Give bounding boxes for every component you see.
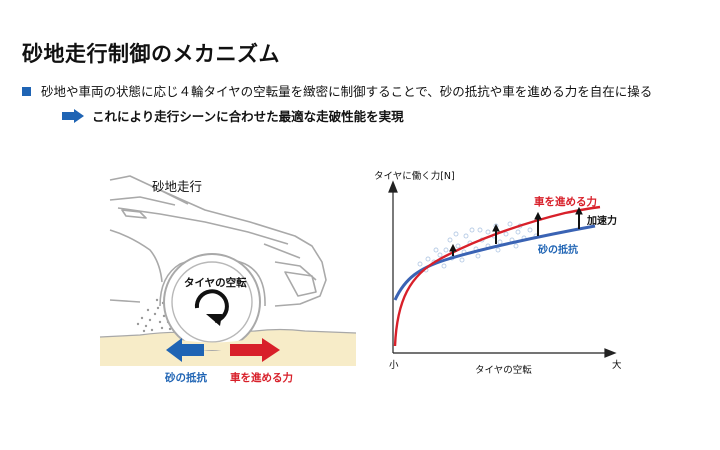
- acceleration-label: 加速力: [587, 216, 617, 227]
- x-axis-label: タイヤの空転: [475, 365, 532, 376]
- right-arrow-icon: [62, 108, 84, 123]
- result-line: これにより走行シーンに合わせた最適な走破性能を実現: [62, 106, 404, 125]
- bullet-point: 砂地や車両の状態に応じ４輪タイヤの空転量を緻密に制御することで、砂の抵抗や車を進…: [22, 81, 652, 100]
- graph-axes: [388, 180, 617, 358]
- wheel-spin-label: タイヤの空転: [184, 277, 247, 289]
- driving-force-curve-label: 車を進める力: [534, 196, 597, 208]
- page-title: 砂地走行制御のメカニズム: [22, 42, 280, 66]
- sand-resistance-curve: [393, 224, 596, 301]
- sand-resistance-label: 砂の抵抗: [165, 372, 207, 384]
- sand-resistance-arrow: [166, 338, 204, 362]
- rotation-arrow-icon: [194, 289, 229, 326]
- x-max-label: 大: [612, 360, 622, 371]
- square-bullet-icon: [22, 86, 31, 96]
- sand-resistance-curve-label: 砂の抵抗: [538, 245, 578, 256]
- scene-label: 砂地走行: [152, 179, 203, 194]
- result-text: これにより走行シーンに合わせた最適な走破性能を実現: [92, 109, 404, 124]
- driving-force-arrow: [230, 338, 280, 362]
- front-wheel: [163, 253, 261, 351]
- x-min-label: 小: [389, 360, 399, 371]
- acceleration-arrows: [449, 206, 583, 256]
- bullet-text: 砂地や車両の状態に応じ４輪タイヤの空転量を緻密に制御することで、砂の抵抗や車を進…: [41, 84, 653, 99]
- y-axis-label: タイヤに働く力[N]: [374, 171, 455, 182]
- driving-force-label: 車を進める力: [230, 372, 293, 384]
